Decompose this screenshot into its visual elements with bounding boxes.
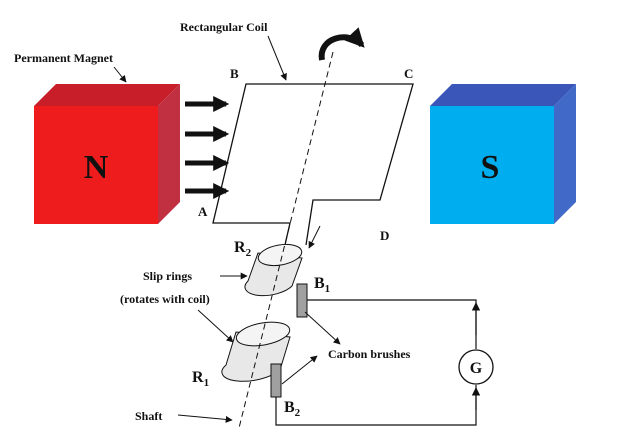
north-magnet-front [34, 106, 158, 224]
label-permanent-magnet: Permanent Magnet [14, 51, 113, 65]
label-shaft: Shaft [135, 409, 162, 423]
coil-corner-c: C [404, 66, 413, 81]
leader-slip-ring-lower [197, 309, 234, 343]
coil-corner-d: D [380, 228, 389, 243]
coil-corner-a: A [198, 204, 208, 219]
south-magnet: S [430, 84, 576, 224]
north-magnet-side [158, 84, 180, 224]
carbon-brush-b2 [270, 363, 282, 398]
slip-ring-r2 [244, 243, 303, 297]
label-r1: R1 [192, 369, 209, 389]
galvanometer: G [458, 349, 494, 385]
label-r2: R2 [234, 239, 252, 259]
leader-magnet [113, 66, 127, 83]
rectangular-coil [212, 83, 414, 246]
shaft-axis [238, 51, 334, 429]
south-magnet-front [430, 106, 554, 224]
leader-shaft [177, 414, 233, 423]
south-pole-label: S [481, 149, 500, 186]
galvanometer-label: G [470, 360, 483, 377]
label-slip-rings: Slip rings [143, 269, 192, 283]
leader-lines [113, 35, 341, 423]
coil-corner-b: B [230, 66, 239, 81]
label-b1: B1 [314, 275, 330, 295]
south-magnet-side [554, 84, 576, 224]
label-rectangular-coil: Rectangular Coil [180, 20, 268, 34]
label-b2: B2 [284, 399, 301, 419]
south-magnet-top [430, 84, 576, 106]
leader-coil-d [308, 225, 321, 249]
circuit-wire-bottom [275, 385, 477, 426]
magnetic-field-arrows [185, 95, 230, 200]
leader-brush-upper [304, 311, 341, 345]
leader-brush-lower [281, 355, 318, 385]
north-magnet: N [34, 84, 180, 224]
circuit-wire-top [307, 299, 477, 349]
north-magnet-top [34, 84, 180, 106]
rotation-arrow-icon [318, 27, 365, 61]
leader-coil [267, 35, 287, 81]
label-rotates-with-coil: (rotates with coil) [120, 292, 210, 306]
label-carbon-brushes: Carbon brushes [328, 347, 411, 361]
north-pole-label: N [84, 149, 109, 186]
